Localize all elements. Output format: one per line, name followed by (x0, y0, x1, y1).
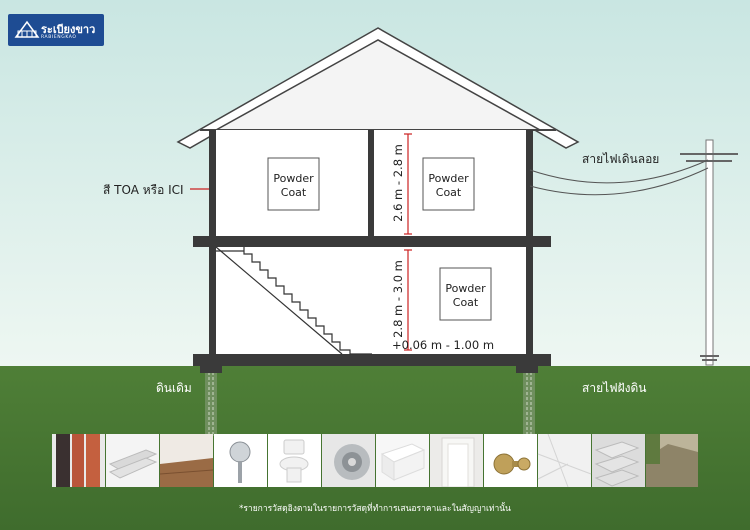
door-knob-icon (484, 434, 537, 487)
room-label-lower-line1: Powder (445, 282, 486, 295)
upper-height-label: 2.6 m - 2.8 m (391, 144, 405, 222)
logo-name: ระเบียงขาว (41, 23, 96, 36)
overhead-wire-label: สายไฟเดินลอย (582, 152, 660, 166)
house-logo-icon (14, 20, 40, 38)
logo-sub: RABIENGKAO (41, 35, 77, 40)
paint-label: สี TOA หรือ ICI (103, 183, 184, 197)
shower-head-icon (214, 434, 267, 487)
brand-logo: ระเบียงขาว RABIENGKAO (8, 14, 104, 46)
room-boxes (267, 157, 492, 321)
toilet-icon (268, 434, 321, 487)
floor-level-label: +0.06 m - 1.00 m (392, 338, 495, 352)
dimension-lines (190, 133, 412, 351)
room-label-lower-line2: Coat (452, 296, 479, 309)
house-frame (193, 130, 551, 373)
foam-block-icon (376, 434, 429, 487)
room-label-upper-left-line2: Coat (280, 186, 307, 199)
door-frame-icon (430, 434, 483, 488)
room-label-upper-left-line1: Powder (273, 172, 314, 185)
wood-floor-icon (159, 434, 214, 487)
board-icon (106, 434, 159, 487)
staircase (215, 246, 372, 355)
materials-strip (52, 433, 698, 488)
stone-blocks-icon (592, 434, 645, 487)
lower-height-label: 2.8 m - 3.0 m (391, 260, 405, 338)
landscape-icon (646, 434, 698, 487)
pipe-icon (52, 434, 105, 487)
insulation-roll-icon (322, 434, 375, 487)
utility-pole (680, 139, 738, 366)
room-label-upper-right-line2: Coat (435, 186, 462, 199)
overhead-wires (529, 159, 709, 196)
materials-images (52, 433, 698, 488)
footnote: *รายการวัสดุอิงตามในรายการวัสดุที่ทำการเ… (239, 504, 511, 514)
room-label-upper-right-line1: Powder (428, 172, 469, 185)
original-soil-label: ดินเดิม (156, 381, 192, 395)
marble-tile-icon (537, 433, 592, 488)
underground-wire-label: สายไฟฝังดิน (582, 381, 647, 395)
foundation-posts (205, 368, 535, 436)
